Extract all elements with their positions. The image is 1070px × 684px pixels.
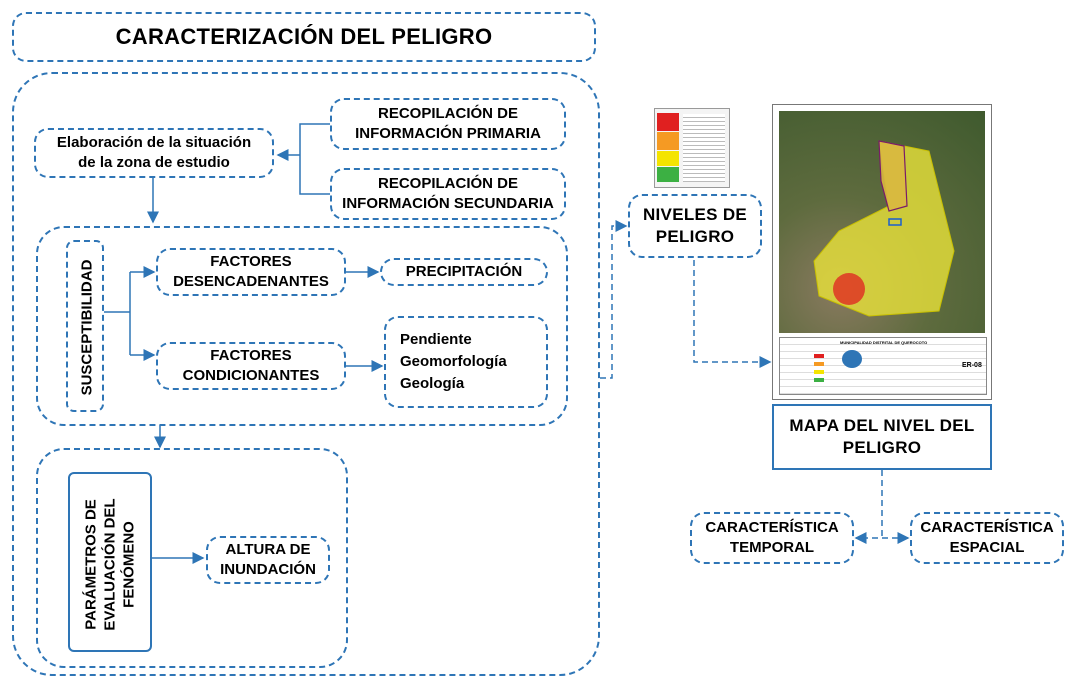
susceptibility-label-box: SUSCEPTIBILIDAD <box>66 240 104 412</box>
outer-container <box>12 72 600 676</box>
flood-height-box: ALTURA DE INUNDACIÓN <box>206 536 330 584</box>
map-header-text: MUNICIPALIDAD DISTRITAL DE QUEROCOTO <box>840 340 928 345</box>
map-logo <box>842 350 862 368</box>
situation-box: Elaboración de la situación de la zona d… <box>34 128 274 178</box>
temporal-characteristic-box: CARACTERÍSTICA TEMPORAL <box>690 512 854 564</box>
map-title-block: MUNICIPALIDAD DISTRITAL DE QUEROCOTO ER-… <box>779 337 987 395</box>
conditioning-box: FACTORES CONDICIONANTES <box>156 342 346 390</box>
level-very-high-swatch <box>657 113 679 131</box>
params-label: PARÁMETROS DE EVALUACIÓN DEL FENÓMENO <box>82 498 138 631</box>
susceptibility-container <box>36 226 568 426</box>
hazard-levels-box: NIVELES DE PELIGRO <box>628 194 762 258</box>
level-high-swatch <box>657 132 679 150</box>
level-medium-swatch <box>657 151 679 166</box>
hazard-map-image: MUNICIPALIDAD DISTRITAL DE QUEROCOTO ER-… <box>772 104 992 400</box>
legend-rows <box>683 114 725 182</box>
params-container <box>36 448 348 668</box>
hazard-map-title-box: MAPA DEL NIVEL DEL PELIGRO <box>772 404 992 470</box>
map-photo <box>779 111 985 333</box>
map-code: ER-08 <box>962 362 982 369</box>
map-legend-red <box>814 354 824 358</box>
params-label-box: PARÁMETROS DE EVALUACIÓN DEL FENÓMENO <box>68 472 152 652</box>
map-legend-orange <box>814 362 824 366</box>
conditions-list-box: Pendiente Geomorfología Geología <box>384 316 548 408</box>
primary-info-box: RECOPILACIÓN DE INFORMACIÓN PRIMARIA <box>330 98 566 150</box>
susceptibility-label: SUSCEPTIBILIDAD <box>78 259 96 396</box>
precipitation-box: PRECIPITACIÓN <box>380 258 548 286</box>
diagram-title: CARACTERIZACIÓN DEL PELIGRO <box>12 12 596 62</box>
secondary-info-box: RECOPILACIÓN DE INFORMACIÓN SECUNDARIA <box>330 168 566 220</box>
map-legend-green <box>814 378 824 382</box>
spatial-characteristic-box: CARACTERÍSTICA ESPACIAL <box>910 512 1064 564</box>
map-overlay <box>813 140 955 317</box>
level-low-swatch <box>657 167 679 182</box>
map-legend-yellow <box>814 370 824 374</box>
triggers-box: FACTORES DESENCADENANTES <box>156 248 346 296</box>
hazard-levels-legend-thumbnail <box>654 108 730 188</box>
